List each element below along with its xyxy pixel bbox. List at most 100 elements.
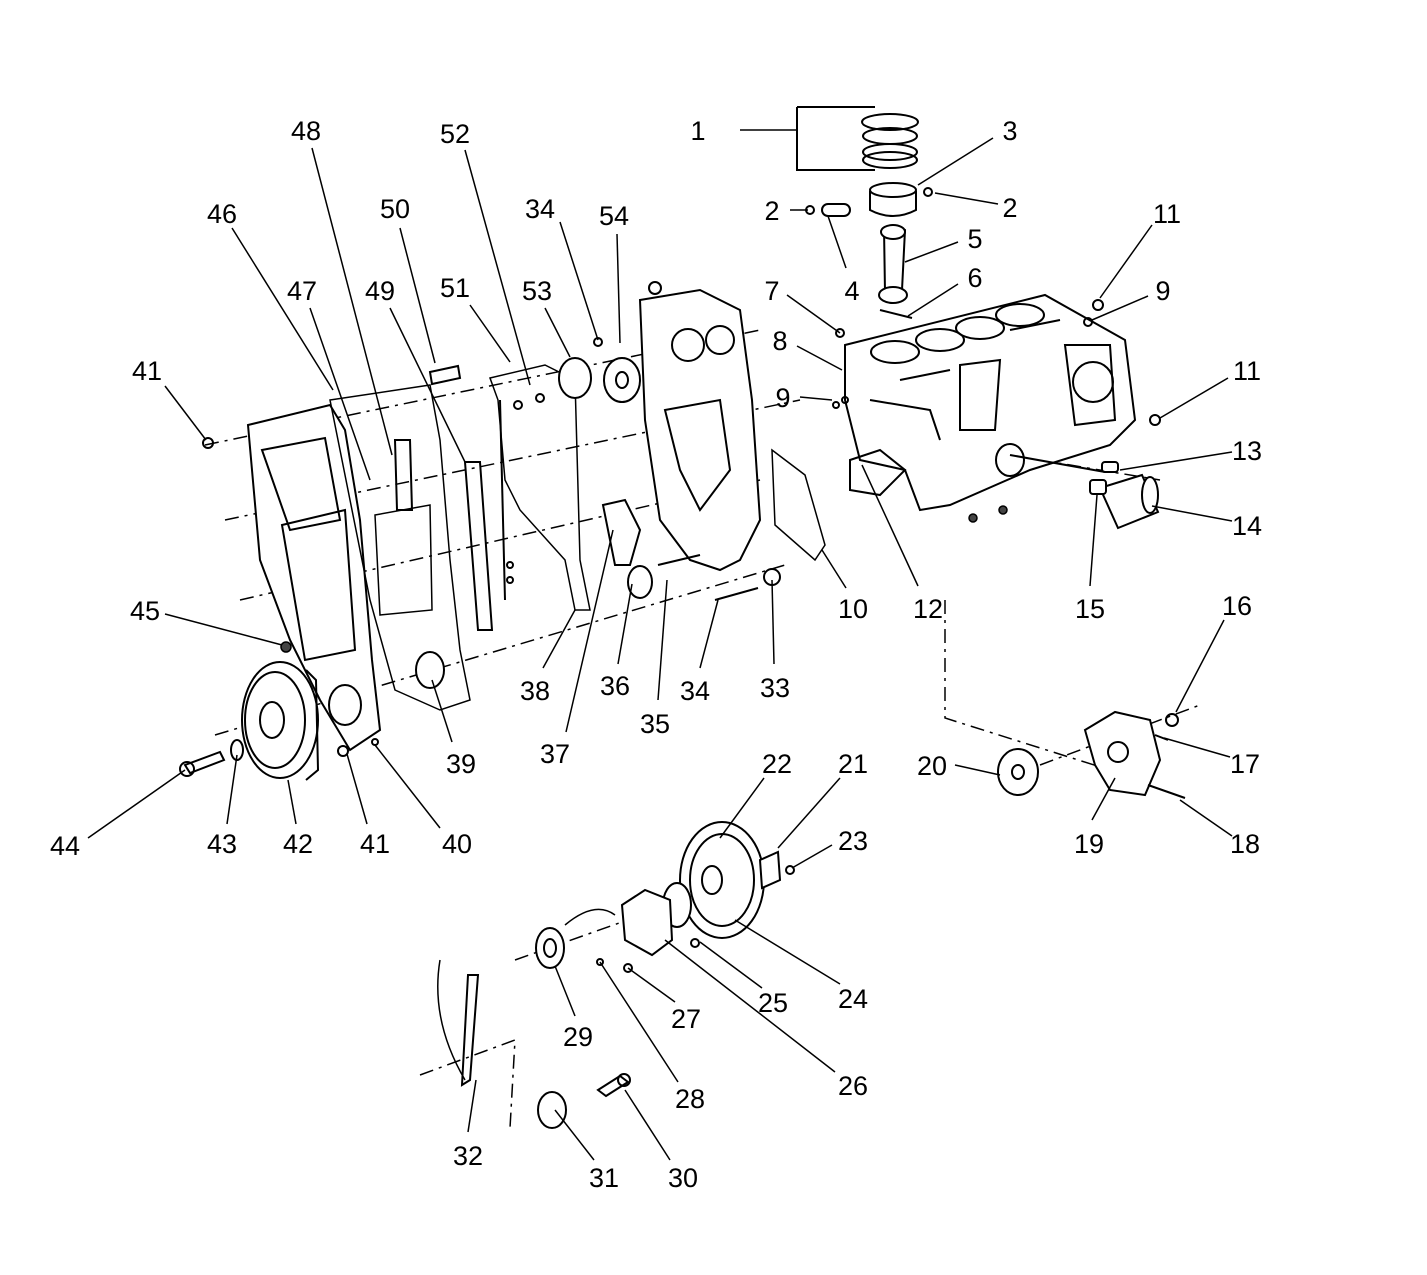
callout-c12: 12 bbox=[913, 594, 943, 624]
leader-line-c54 bbox=[616, 233, 621, 344]
callout-c36: 36 bbox=[600, 671, 630, 701]
leader-line-c24 bbox=[734, 919, 841, 985]
front-cover bbox=[246, 364, 494, 752]
callout-c13: 13 bbox=[1232, 436, 1262, 466]
leader-line-c41b bbox=[346, 753, 368, 825]
leader-line-c29 bbox=[554, 965, 576, 1017]
callout-c45: 45 bbox=[130, 596, 160, 626]
callout-c37: 37 bbox=[540, 739, 570, 769]
callout-c6: 6 bbox=[967, 263, 982, 293]
leader-line-c53 bbox=[544, 307, 571, 358]
leader-line-c48 bbox=[311, 147, 393, 456]
callout-c10: 10 bbox=[838, 594, 868, 624]
leader-line-c8 bbox=[796, 345, 843, 371]
leader-line-c14 bbox=[1151, 505, 1233, 522]
leader-line-c46 bbox=[231, 227, 334, 391]
leader-line-c15 bbox=[1089, 494, 1098, 587]
leader-line-c38 bbox=[542, 609, 576, 669]
callout-c34b: 34 bbox=[680, 676, 710, 706]
leader-line-c34a bbox=[559, 221, 599, 341]
leader-line-c32 bbox=[467, 1079, 477, 1133]
callout-c48: 48 bbox=[291, 116, 321, 146]
oil-filter bbox=[1009, 454, 1160, 530]
leader-line-c37 bbox=[565, 529, 614, 733]
piston-assembly bbox=[805, 182, 933, 319]
leader-line-c17 bbox=[1163, 737, 1231, 758]
callout-c35: 35 bbox=[640, 709, 670, 739]
callout-c23: 23 bbox=[838, 826, 868, 856]
leader-line-c9b bbox=[799, 396, 833, 401]
callout-c39: 39 bbox=[446, 749, 476, 779]
callout-c20: 20 bbox=[917, 751, 947, 781]
water-pump bbox=[997, 710, 1186, 799]
leader-lines bbox=[87, 129, 1233, 1161]
callout-c26: 26 bbox=[838, 1071, 868, 1101]
callout-c19: 19 bbox=[1074, 829, 1104, 859]
leader-line-c39 bbox=[431, 679, 453, 743]
leader-line-c11b bbox=[1159, 377, 1229, 419]
upper-chain-drive bbox=[489, 357, 642, 611]
engine-block bbox=[832, 293, 1161, 523]
leader-line-c3 bbox=[917, 137, 994, 186]
callout-c53: 53 bbox=[522, 276, 552, 306]
callout-c7: 7 bbox=[764, 276, 779, 306]
callout-c1: 1 bbox=[690, 116, 705, 146]
leader-line-c19 bbox=[1091, 777, 1116, 821]
callout-c38: 38 bbox=[520, 676, 550, 706]
leader-line-c33 bbox=[771, 579, 775, 665]
leader-line-c18 bbox=[1179, 799, 1233, 837]
callout-c51: 51 bbox=[440, 273, 470, 303]
leader-line-c2b bbox=[934, 192, 999, 205]
leader-line-c9a bbox=[1091, 295, 1149, 321]
callout-c24: 24 bbox=[838, 984, 868, 1014]
leader-line-c25 bbox=[699, 941, 763, 989]
leader-line-c51 bbox=[469, 304, 511, 363]
leader-line-c31 bbox=[554, 1109, 595, 1161]
callout-c27: 27 bbox=[671, 1004, 701, 1034]
callout-c47: 47 bbox=[287, 276, 317, 306]
piston-rings bbox=[796, 106, 919, 171]
callout-c11a: 11 bbox=[1153, 199, 1181, 229]
callout-c52: 52 bbox=[440, 119, 470, 149]
callout-c40: 40 bbox=[442, 829, 472, 859]
callout-c29: 29 bbox=[563, 1022, 593, 1052]
leader-line-c26 bbox=[664, 939, 836, 1073]
leader-line-c36 bbox=[617, 583, 633, 665]
leader-line-c28 bbox=[599, 961, 679, 1083]
leader-line-c6 bbox=[907, 283, 959, 317]
leader-line-c4 bbox=[827, 215, 847, 269]
callout-c32: 32 bbox=[453, 1141, 483, 1171]
callout-c15: 15 bbox=[1075, 594, 1105, 624]
leader-line-c45 bbox=[164, 613, 283, 646]
callout-c9a: 9 bbox=[1155, 276, 1170, 306]
leader-line-c27 bbox=[627, 967, 676, 1003]
callout-c2a: 2 bbox=[764, 196, 779, 226]
leader-line-c10 bbox=[821, 549, 847, 589]
callout-c46: 46 bbox=[207, 199, 237, 229]
callout-c50: 50 bbox=[380, 194, 410, 224]
callout-c2b: 2 bbox=[1002, 193, 1017, 223]
leader-line-c34b bbox=[699, 599, 719, 669]
callout-c17: 17 bbox=[1230, 749, 1260, 779]
callout-c54: 54 bbox=[599, 201, 629, 231]
callout-c34a: 34 bbox=[525, 194, 555, 224]
callout-c28: 28 bbox=[675, 1084, 705, 1114]
leader-line-c7 bbox=[786, 294, 841, 334]
leader-line-c41a bbox=[164, 385, 207, 441]
callout-c4: 4 bbox=[844, 276, 859, 306]
callout-c8: 8 bbox=[772, 326, 787, 356]
leader-line-c12 bbox=[861, 464, 919, 587]
leader-line-c11a bbox=[1099, 224, 1153, 299]
leader-line-c13 bbox=[1119, 451, 1233, 471]
callout-c41a: 41 bbox=[132, 356, 162, 386]
leader-line-c23 bbox=[791, 844, 833, 869]
leader-line-c20 bbox=[954, 764, 1001, 776]
crank-pulley bbox=[179, 437, 379, 781]
callout-c18: 18 bbox=[1230, 829, 1260, 859]
callout-c25: 25 bbox=[758, 988, 788, 1018]
leader-line-c22 bbox=[719, 777, 765, 839]
callout-c11b: 11 bbox=[1233, 356, 1261, 386]
callout-c21: 21 bbox=[838, 749, 868, 779]
leader-line-c21 bbox=[777, 777, 841, 849]
